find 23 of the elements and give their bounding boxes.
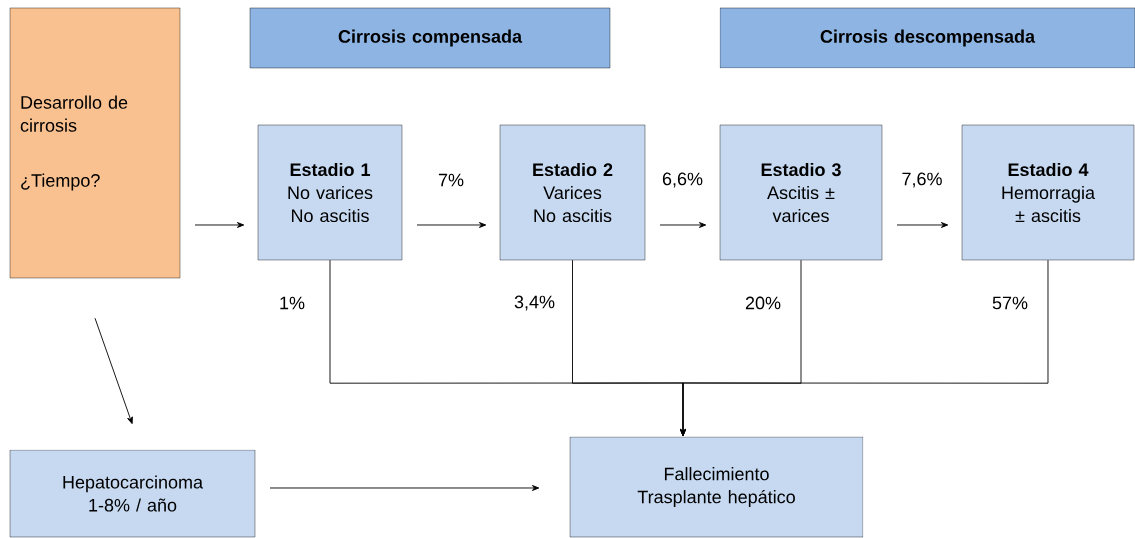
arrow xyxy=(659,222,707,228)
stage-box: Estadio 4 Hemorragia ± ascitis xyxy=(961,124,1135,261)
arrow xyxy=(896,222,949,228)
arrow xyxy=(194,222,245,228)
arrow xyxy=(680,259,1049,437)
edge-label: 7,6% xyxy=(900,171,944,189)
process-box: Desarrollo de cirrosis ¿Tiempo? xyxy=(9,7,181,279)
arrow xyxy=(94,317,133,425)
stage-box: Estadio 3 Ascitis ± varices xyxy=(719,124,883,261)
arrow xyxy=(269,485,540,491)
stage-header: Cirrosis compensada xyxy=(249,7,611,69)
stage-box: Estadio 1 No varices No ascitis xyxy=(257,124,403,261)
stage-header: Cirrosis descompensada xyxy=(719,7,1135,69)
stage-box: Estadio 2 Varices No ascitis xyxy=(499,124,646,261)
arrow xyxy=(416,222,487,228)
process-box: Hepatocarcinoma 1-8% / año xyxy=(9,449,256,538)
edge-label: 57% xyxy=(991,295,1029,311)
edge-label: 7% xyxy=(437,172,465,188)
edge-label: 3,4% xyxy=(513,294,556,312)
edge-label: 1% xyxy=(278,295,306,311)
edge-label: 6,6% xyxy=(661,171,704,189)
edge-label: 20% xyxy=(744,295,782,311)
process-box: Fallecimiento Trasplante hepático xyxy=(569,436,864,538)
